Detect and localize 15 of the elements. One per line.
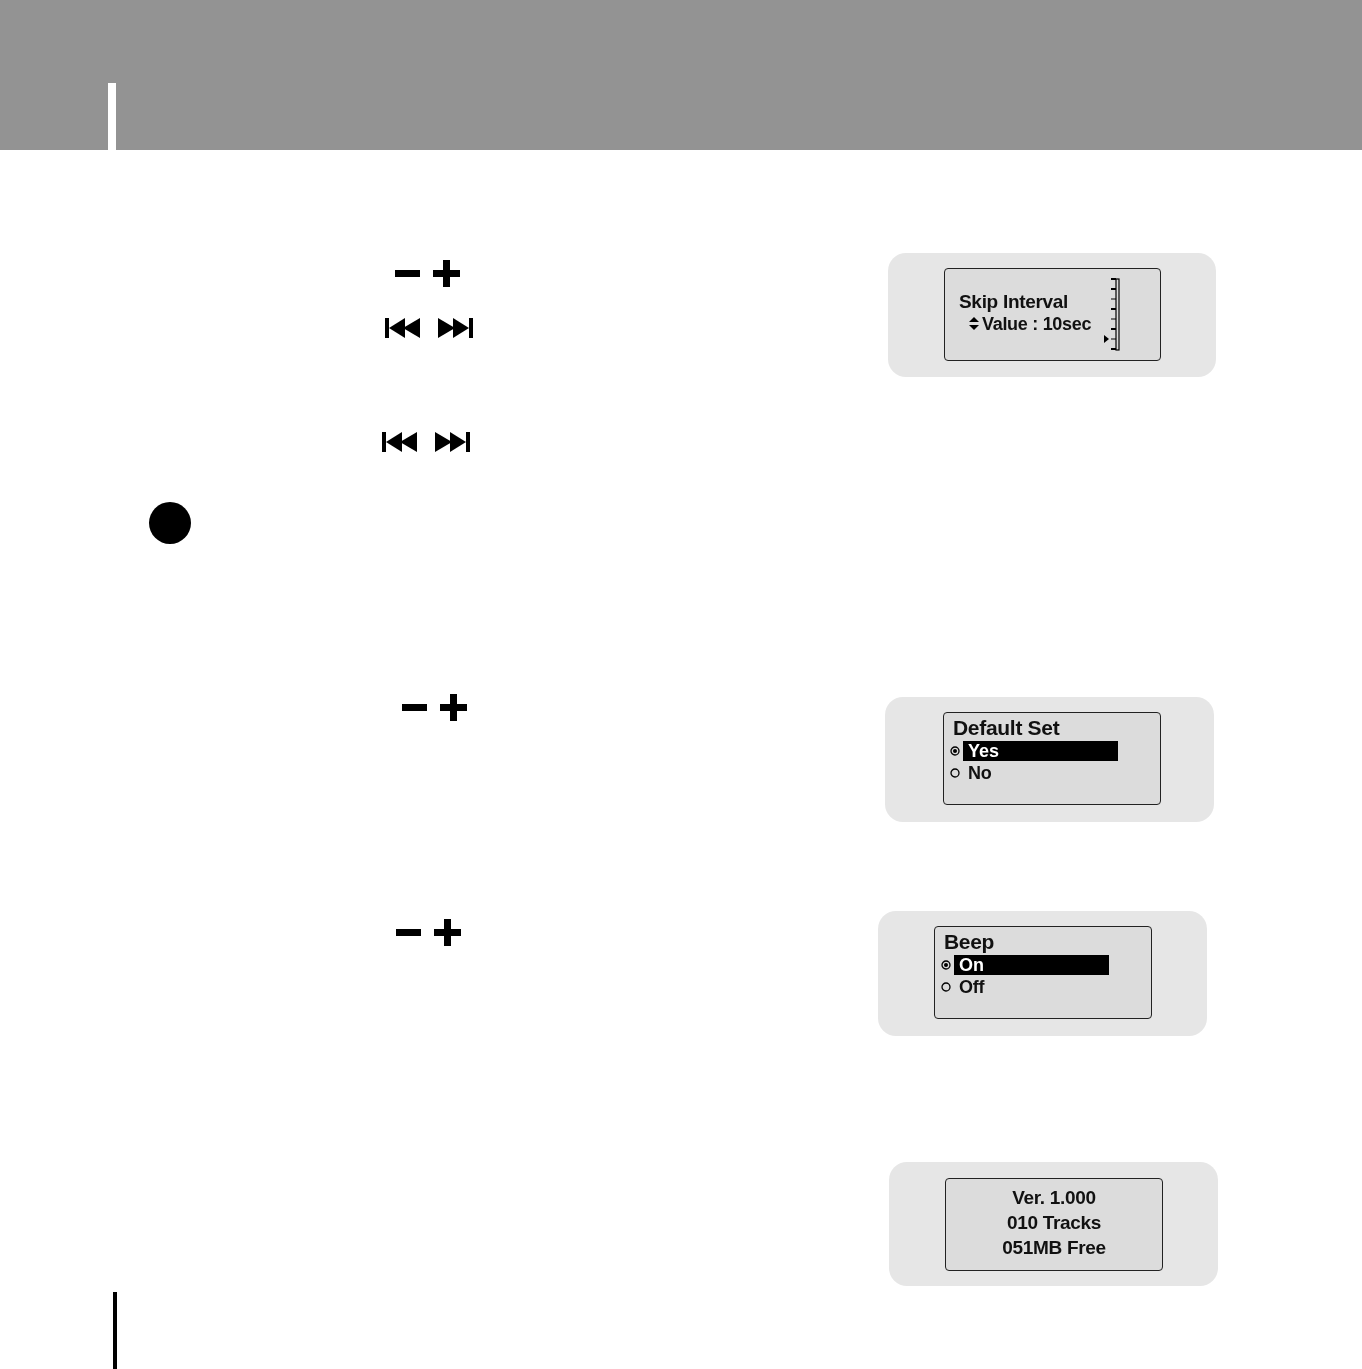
screen-title: Skip Interval bbox=[959, 292, 1069, 311]
status-line: Ver. 1.000 bbox=[1011, 1188, 1097, 1207]
status-line: 010 Tracks bbox=[1005, 1213, 1103, 1232]
selected-option: Yes bbox=[963, 741, 1118, 761]
display-panel bbox=[885, 697, 1214, 822]
screen-title: Beep bbox=[944, 931, 995, 952]
menu-option: No bbox=[963, 763, 992, 782]
menu-option: Off bbox=[954, 977, 985, 996]
screen-title: Default Set bbox=[953, 717, 1060, 738]
display-panel bbox=[889, 1162, 1218, 1286]
display-panel bbox=[888, 253, 1216, 377]
setting-value: Value : 10sec bbox=[982, 315, 1092, 333]
selected-option: On bbox=[954, 955, 1109, 975]
status-line: 051MB Free bbox=[1001, 1238, 1107, 1257]
display-panel bbox=[878, 911, 1207, 1036]
